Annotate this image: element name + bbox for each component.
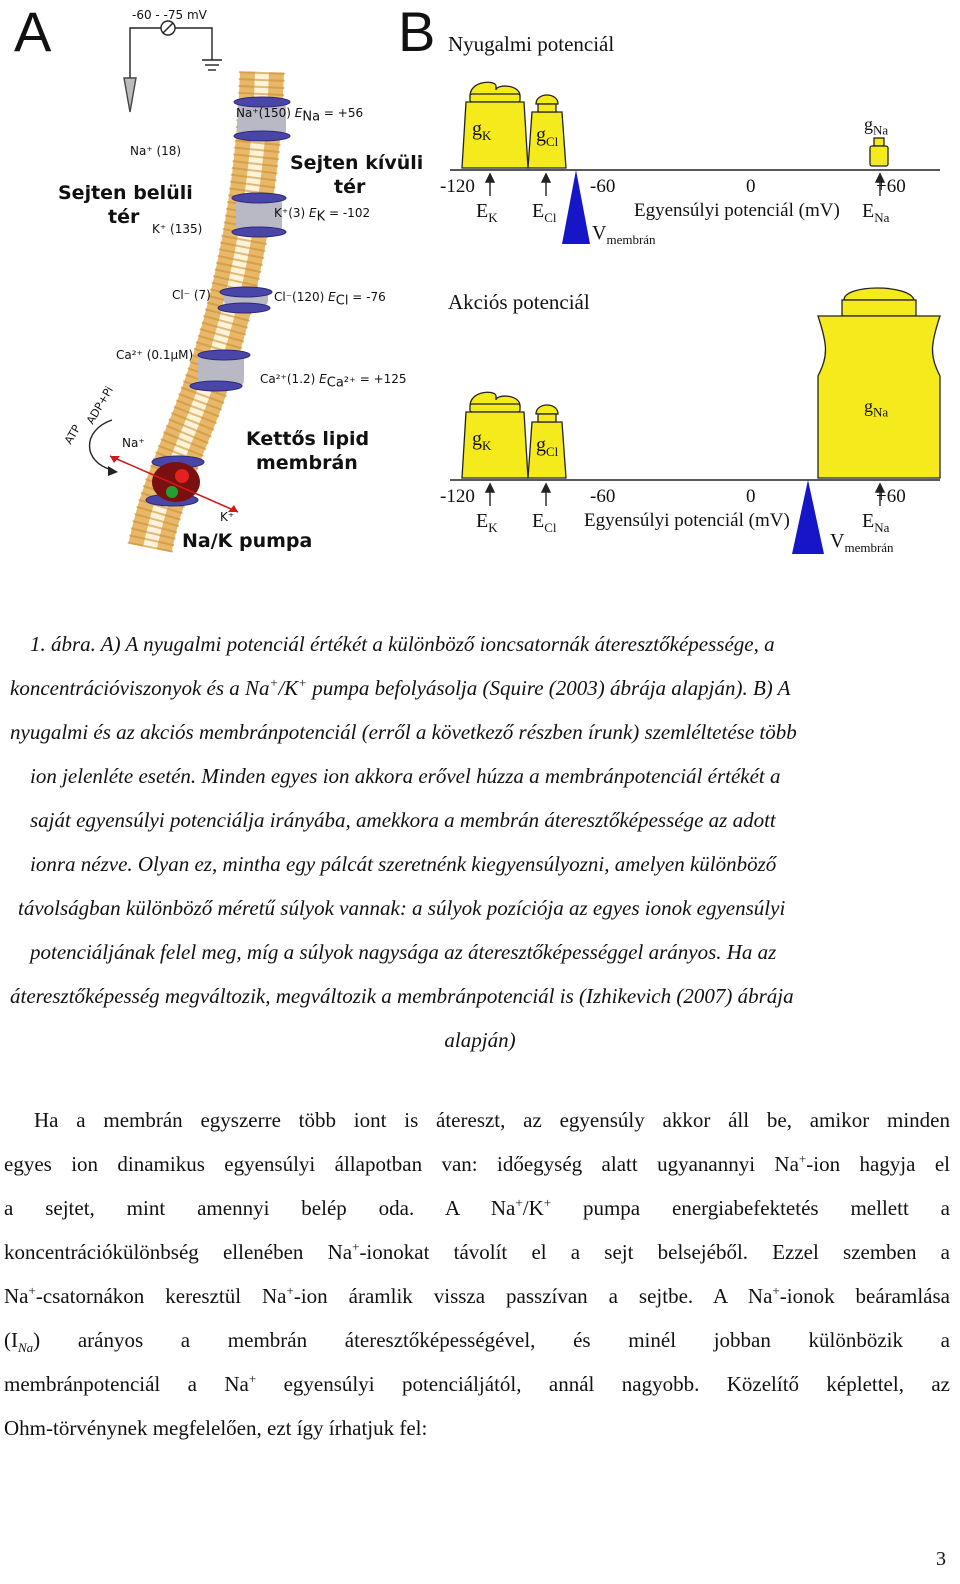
- figure-caption: 1. ábra. A) A nyugalmi potenciál értékét…: [10, 622, 950, 1062]
- body-line: membránpotenciál a Na+ egyensúlyi potenc…: [4, 1371, 950, 1396]
- rest-gk: gK: [472, 118, 492, 143]
- act-ecl: ECl: [532, 510, 557, 535]
- act-gcl: gCl: [536, 434, 559, 459]
- resting-title: Nyugalmi potenciál: [448, 32, 615, 56]
- na-inside: Na⁺ (18): [130, 144, 182, 158]
- body-line: koncentrációkülönbség ellenében Na+-iono…: [4, 1239, 950, 1264]
- na-outside: Na⁺(150) ENa = +56: [236, 106, 364, 125]
- pump-k-label: K⁺: [220, 510, 235, 524]
- panel-b-letter: B: [398, 0, 436, 63]
- ca-inside: Ca²⁺ (0.1μM): [116, 348, 194, 362]
- ca-outside: Ca²⁺(1.2) ECa²⁺ = +125: [260, 372, 407, 391]
- act-vm: Vmembrán: [830, 530, 894, 555]
- rest-vm: Vmembrán: [592, 222, 656, 247]
- resting-arrows: [484, 172, 886, 196]
- figure-1: A: [0, 0, 960, 580]
- body-line: Ha a membrán egyszerre több iont is áter…: [34, 1108, 950, 1132]
- body-line: a sejtet, mint amennyi belép oda. A Na+/…: [4, 1195, 950, 1220]
- action-title: Akciós potenciál: [448, 290, 590, 314]
- rest-ecl: ECl: [532, 200, 557, 225]
- caption-line: ion jelenléte esetén. Minden egyes ion a…: [30, 764, 781, 788]
- pump-na-label: Na⁺: [122, 436, 145, 450]
- rest-gna: gNa: [864, 114, 889, 138]
- act-gna: gNa: [864, 396, 889, 420]
- rest-ena: ENa: [862, 200, 890, 225]
- caption-line: saját egyensúlyi potenciálja irányába, a…: [30, 808, 776, 832]
- outside-label-1: Sejten kívüli: [290, 152, 424, 174]
- body-line: Ohm-törvénynek megfelelően, ezt így írha…: [4, 1416, 428, 1440]
- caption-line: áteresztőképesség megváltozik, megváltoz…: [10, 984, 794, 1008]
- act-tick-3: 0: [746, 486, 756, 507]
- action-weights: [461, 287, 941, 479]
- caption-line: potenciáljának felel meg, míg a súlyok n…: [30, 940, 777, 964]
- action-vm-marker: [792, 480, 824, 554]
- na-k-pump-graphic: [88, 419, 239, 513]
- rest-tick-4: +60: [876, 176, 906, 197]
- body-line: Na+-csatornákon keresztül Na+-ion áramli…: [4, 1283, 950, 1308]
- pump-label: Na/K pumpa: [182, 530, 313, 552]
- caption-line: nyugalmi és az akciós membránpotenciál (…: [10, 720, 797, 744]
- caption-line: távolságban különböző méretű súlyok vann…: [18, 896, 786, 920]
- voltmeter: [123, 20, 222, 113]
- resting-vm-marker: [562, 170, 590, 244]
- act-ek: EK: [476, 510, 498, 535]
- rest-ek: EK: [476, 200, 498, 225]
- lipid-label-2: membrán: [256, 452, 358, 474]
- rest-tick-2: -60: [590, 176, 616, 197]
- panel-a-letter: A: [14, 0, 52, 63]
- body-line: egyes ion dinamikus egyensúlyi állapotba…: [4, 1151, 950, 1176]
- rest-tick-3: 0: [746, 176, 756, 197]
- rest-axis-label: Egyensúlyi potenciál (mV): [634, 200, 840, 221]
- resting-weights: [461, 81, 889, 169]
- act-tick-2: -60: [590, 486, 616, 507]
- membrane-diagram: [88, 20, 291, 553]
- page-number: 3: [936, 1548, 946, 1570]
- act-tick-1: -120: [440, 486, 475, 507]
- caption-line: alapján): [444, 1028, 516, 1052]
- caption-line: 1. ábra. A) A nyugalmi potenciál értékét…: [30, 632, 775, 656]
- act-gk: gK: [472, 428, 492, 453]
- act-axis-label: Egyensúlyi potenciál (mV): [584, 510, 790, 531]
- caption-line: ionra nézve. Olyan ez, mintha egy pálcát…: [30, 852, 777, 876]
- rest-tick-1: -120: [440, 176, 475, 197]
- caption-line: koncentrációviszonyok és a Na+/K+ pumpa …: [10, 675, 791, 700]
- inside-label-1: Sejten belüli: [58, 182, 193, 204]
- balance-diagrams: [450, 81, 941, 554]
- body-paragraph: Ha a membrán egyszerre több iont is áter…: [4, 1098, 950, 1450]
- outside-label-2: tér: [334, 176, 366, 198]
- cl-outside: Cl⁻(120) ECl = -76: [274, 290, 386, 309]
- inside-label-2: tér: [108, 206, 140, 228]
- body-line: (INa) arányos a membrán áteresztőképessé…: [4, 1328, 950, 1356]
- action-arrows: [484, 482, 886, 506]
- voltmeter-label: -60 - -75 mV: [132, 8, 207, 22]
- rest-gcl: gCl: [536, 124, 559, 149]
- cl-inside: Cl⁻ (7): [172, 288, 211, 302]
- act-tick-4: +60: [876, 486, 906, 507]
- k-inside: K⁺ (135): [152, 222, 203, 236]
- act-ena: ENa: [862, 510, 890, 535]
- lipid-label-1: Kettős lipid: [246, 428, 370, 450]
- k-outside: K⁺(3) EK = -102: [274, 206, 371, 225]
